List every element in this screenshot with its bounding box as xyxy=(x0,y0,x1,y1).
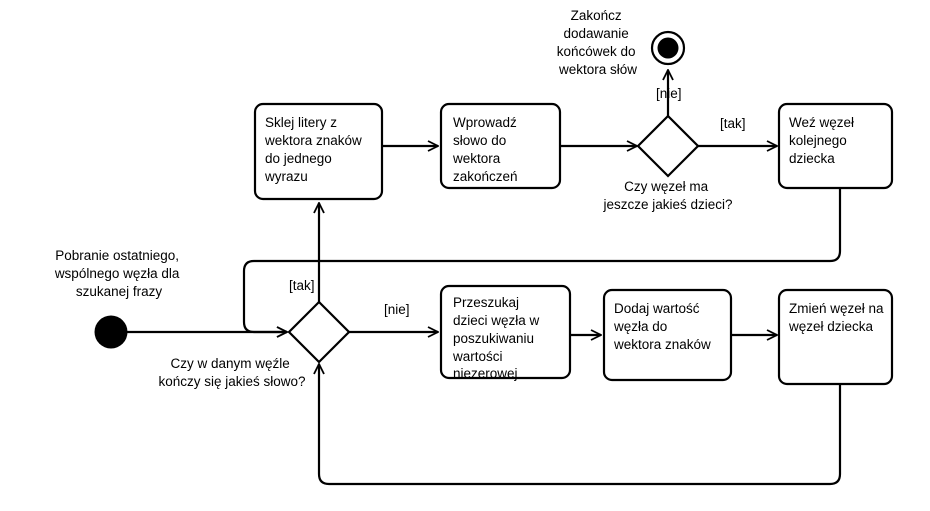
word-ends-yes-guard: [tak] xyxy=(289,278,315,293)
action-take-next-child xyxy=(777,102,894,190)
search-children-label: Przeszukaj dzieci węzła w poszukiwaniu w… xyxy=(452,295,543,381)
insert-word-label: Wprowadź słowo do wektora zakończeń xyxy=(452,115,521,184)
edge-change-to-word-ends xyxy=(319,364,842,486)
glue-letters-label: Sklej litery z wektora znaków do jednego… xyxy=(264,115,366,184)
has-children-no-guard: [nie] xyxy=(656,86,682,101)
action-insert-word xyxy=(439,102,562,190)
add-value-label: Dodaj wartość węzła do wektora znaków xyxy=(613,301,711,352)
action-search-children xyxy=(439,284,572,380)
word-ends-no-guard: [nie] xyxy=(384,302,410,317)
has-children-yes-guard: [tak] xyxy=(720,116,746,131)
word-ends-question: Czy w danym węźle kończy się jakieś słow… xyxy=(158,356,305,389)
has-children-question: Czy węzeł ma jeszcze jakieś dzieci? xyxy=(602,179,732,212)
change-node-label: Zmień węzeł na węzeł dziecka xyxy=(788,301,887,334)
end-node xyxy=(650,30,686,66)
decision-word-ends xyxy=(287,300,351,364)
edge-take-child-to-word-ends xyxy=(242,188,842,332)
action-boxes xyxy=(253,102,894,386)
action-change-node xyxy=(777,288,894,386)
end-caption: Zakończ dodawanie końcówek do wektora sł… xyxy=(557,8,640,77)
start-caption: Pobranie ostatniego, wspólnego węzła dla… xyxy=(54,248,183,299)
action-add-value xyxy=(602,288,733,382)
take-next-child-label: Weź węzeł kolejnego dziecka xyxy=(789,115,858,166)
decision-has-children xyxy=(636,114,700,178)
action-glue-letters xyxy=(253,102,384,201)
edges xyxy=(127,70,842,486)
start-node xyxy=(94,315,128,349)
